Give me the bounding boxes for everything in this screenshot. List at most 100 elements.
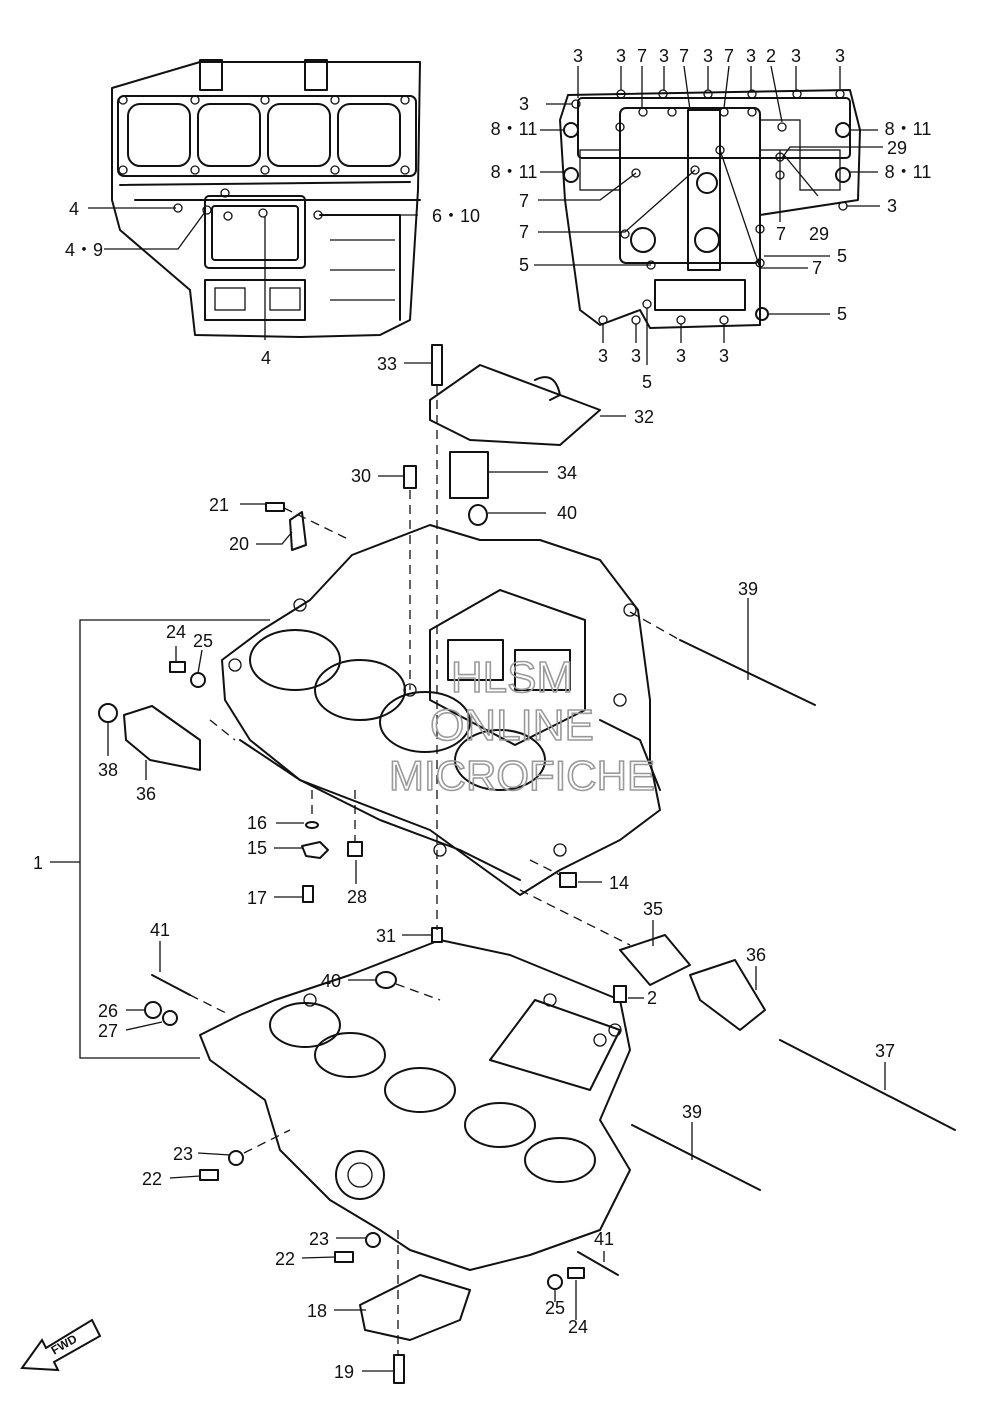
callout-2: 2 xyxy=(766,46,776,66)
callout-38: 38 xyxy=(98,760,118,780)
callout-36: 36 xyxy=(746,945,766,965)
callout-40: 40 xyxy=(321,971,341,991)
clamp-15 xyxy=(301,841,329,859)
bolt-19 xyxy=(393,1354,405,1384)
callout-4: 4 xyxy=(69,199,79,219)
watermark-line-2: ONLINE xyxy=(430,701,594,750)
coupler-36a xyxy=(123,705,201,771)
bolt-17 xyxy=(302,885,314,903)
washer-25a xyxy=(190,672,206,688)
callout-14: 14 xyxy=(609,873,629,893)
lower-crankcase-bottom-view xyxy=(534,65,883,365)
dowel-2 xyxy=(613,985,627,1003)
callout-3: 3 xyxy=(573,46,583,66)
sleeve-35 xyxy=(619,934,691,986)
callout-37: 37 xyxy=(875,1041,895,1061)
callout-7: 7 xyxy=(679,46,689,66)
callout-15: 15 xyxy=(247,838,267,858)
washer-23b xyxy=(365,1232,381,1248)
seal-40b xyxy=(375,971,397,989)
callout-40: 40 xyxy=(557,503,577,523)
washer-16 xyxy=(305,821,319,829)
callout-28: 28 xyxy=(347,887,367,907)
bolt-22a xyxy=(199,1169,219,1181)
callout-39: 39 xyxy=(682,1102,702,1122)
callout-23: 23 xyxy=(309,1229,329,1249)
callout-labels: 4 4・9 6・10 4 3 3 7 3 7 3 7 3 2 3 3 3 8・1… xyxy=(33,46,931,1382)
callout-4: 4 xyxy=(261,348,271,368)
callout-5: 5 xyxy=(519,255,529,275)
callout-3: 3 xyxy=(746,46,756,66)
callout-25: 25 xyxy=(193,631,213,651)
callout-7: 7 xyxy=(637,46,647,66)
callout-21: 21 xyxy=(209,495,229,515)
callout-3: 3 xyxy=(519,94,529,114)
callout-39: 39 xyxy=(738,579,758,599)
callout-8-11: 8・11 xyxy=(491,119,538,139)
callout-23: 23 xyxy=(173,1144,193,1164)
watermark-line-3: MICROFICHE xyxy=(389,752,655,799)
callout-3: 3 xyxy=(631,346,641,366)
callout-32: 32 xyxy=(634,407,654,427)
nut-38 xyxy=(98,703,118,723)
bolt-41b xyxy=(577,1251,619,1276)
callout-17: 17 xyxy=(247,888,267,908)
callout-41: 41 xyxy=(150,920,170,940)
callout-7: 7 xyxy=(519,191,529,211)
callout-1: 1 xyxy=(33,853,43,873)
washer-27 xyxy=(162,1010,178,1026)
callout-27: 27 xyxy=(98,1021,118,1041)
stud-39b xyxy=(631,1124,761,1191)
main-leader-lines xyxy=(50,362,886,1372)
callout-5: 5 xyxy=(642,372,652,392)
seal-40a xyxy=(468,504,488,526)
fwd-arrow-icon: FWD xyxy=(20,1318,102,1372)
callout-29: 29 xyxy=(887,138,907,158)
callout-3: 3 xyxy=(791,46,801,66)
callout-26: 26 xyxy=(98,1001,118,1021)
callout-4-9: 4・9 xyxy=(65,240,103,260)
washer-25b xyxy=(547,1274,563,1290)
callout-8-11: 8・11 xyxy=(491,162,538,182)
callout-7: 7 xyxy=(812,258,822,278)
callout-20: 20 xyxy=(229,534,249,554)
callout-41: 41 xyxy=(594,1229,614,1249)
callout-8-11: 8・11 xyxy=(885,162,932,182)
callout-24: 24 xyxy=(568,1317,588,1337)
washer-23a xyxy=(228,1150,244,1166)
dowel-30 xyxy=(403,465,417,489)
callout-3: 3 xyxy=(598,346,608,366)
callout-3: 3 xyxy=(835,46,845,66)
upper-crankcase-top-view xyxy=(88,59,421,340)
plug-26 xyxy=(144,1001,162,1019)
small-parts xyxy=(98,344,956,1384)
callout-8-11: 8・11 xyxy=(885,119,932,139)
lower-crankcase xyxy=(199,939,631,1271)
bolt-24a xyxy=(169,661,186,673)
callout-25: 25 xyxy=(545,1298,565,1318)
dowel-28 xyxy=(347,841,363,857)
callout-18: 18 xyxy=(307,1301,327,1321)
callout-34: 34 xyxy=(557,463,577,483)
cover-32 xyxy=(429,364,601,446)
callout-3: 3 xyxy=(676,346,686,366)
upper-crankcase xyxy=(221,524,661,896)
callout-7: 7 xyxy=(724,46,734,66)
callout-22: 22 xyxy=(275,1249,295,1269)
callout-19: 19 xyxy=(334,1362,354,1382)
callout-31: 31 xyxy=(376,926,396,946)
callout-33: 33 xyxy=(377,354,397,374)
callout-5: 5 xyxy=(837,304,847,324)
bolt-24b xyxy=(567,1267,585,1279)
bolt-22b xyxy=(334,1251,354,1263)
callout-30: 30 xyxy=(351,466,371,486)
stud-37 xyxy=(779,1039,956,1131)
dowel-31 xyxy=(431,927,443,943)
bolt-21 xyxy=(265,502,285,512)
callout-35: 35 xyxy=(643,899,663,919)
callout-5: 5 xyxy=(837,246,847,266)
callout-6-10: 6・10 xyxy=(432,206,480,226)
callout-7: 7 xyxy=(776,224,786,244)
callout-2: 2 xyxy=(647,988,657,1008)
